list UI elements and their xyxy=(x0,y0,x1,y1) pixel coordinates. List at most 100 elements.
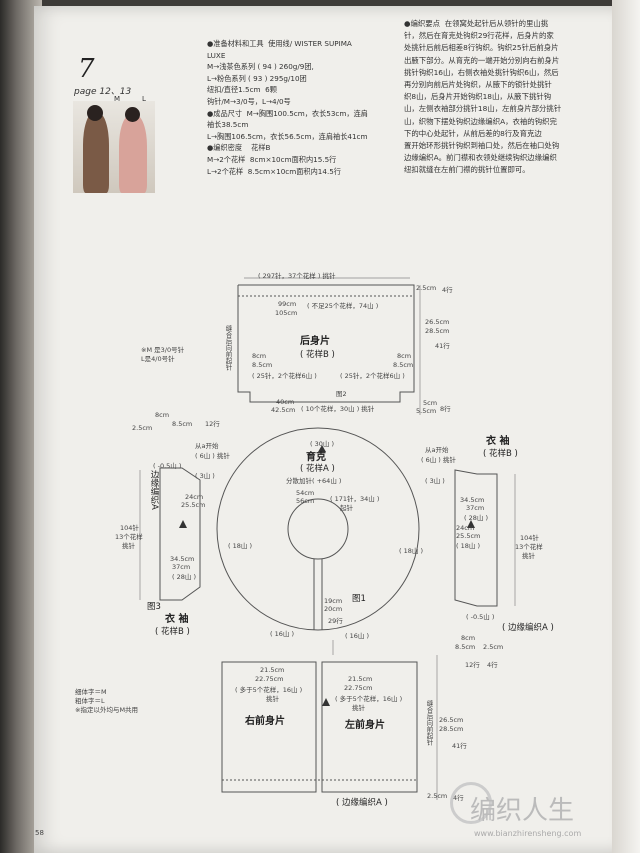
materials-block: ●准备材料和工具 使用线/ WISTER SUPIMA LUXE M→浅茶色系列… xyxy=(207,39,368,176)
back-notch-left-count: ( 25针，2个花样6山 ) xyxy=(252,372,317,380)
right-sleeve-title: 衣 袖 xyxy=(486,436,510,447)
yoke-cast-on: 起针 xyxy=(340,504,353,512)
front-dim-l: 28.5cm xyxy=(439,725,464,733)
back-piece-outline xyxy=(237,284,415,403)
back-width-count: ( 不足25个花样，74山 ) xyxy=(307,302,379,310)
right-sleeve-cnt3: ( 3山 ) xyxy=(425,477,445,485)
page-number: 58 xyxy=(35,829,44,837)
right-front-width-l: 22.75cm xyxy=(255,675,284,683)
yoke-title: 育克 xyxy=(306,452,326,463)
left-sleeve-inner-l: 25.5cm xyxy=(181,501,206,509)
back-notch-right-m: 8cm xyxy=(397,352,412,360)
back-top-dim: ( 297针，37个花样 ) 挑针 xyxy=(258,272,336,280)
yoke-depth-rows: 29行 xyxy=(328,617,343,625)
right-sleeve-subtitle: ( 花样B ) xyxy=(483,449,518,459)
left-sleeve-side-rows: ( 28山 ) xyxy=(172,573,196,581)
left-sleeve-count: 104针 xyxy=(120,524,139,532)
yoke-increase: 分散加针( +64山 ) xyxy=(286,477,342,485)
front-edge: ( 边缘编织A ) xyxy=(336,798,388,808)
right-sleeve-bottom-m: 8cm xyxy=(461,634,476,642)
right-sleeve-outline xyxy=(454,469,498,607)
right-sleeve-rows: 12行 xyxy=(465,661,480,669)
hook-note-l: L是4/0号针 xyxy=(141,355,175,363)
back-rdim-2-m: 26.5cm xyxy=(425,318,450,326)
next-page-edge xyxy=(612,0,640,853)
left-sleeve-subtitle: ( 花样B ) xyxy=(155,627,190,637)
back-notch-right-count: ( 25针，2个花样6山 ) xyxy=(340,372,405,380)
back-notch-right-l: 8.5cm xyxy=(393,361,414,369)
back-notch-left-l: 8.5cm xyxy=(252,361,273,369)
hook-note-m: ※M 是3/0号针 xyxy=(141,346,185,354)
right-front-title: 右前身片 xyxy=(245,716,285,727)
right-front-width-m: 21.5cm xyxy=(260,666,285,674)
model-l-head xyxy=(125,107,140,122)
right-sleeve-inner-l: 37cm xyxy=(466,504,485,512)
watermark-logo-icon xyxy=(450,782,492,824)
yoke-inner xyxy=(287,498,349,560)
yoke-dim-m: 54cm xyxy=(296,489,315,497)
yoke-fig-label: 图1 xyxy=(352,594,366,604)
left-sleeve-inner-m2: 34.5cm xyxy=(170,555,195,563)
right-sleeve-bottom-l: 8.5cm xyxy=(455,643,476,651)
yoke-subtitle: ( 花样A ) xyxy=(300,464,335,474)
back-rdim-2-l: 28.5cm xyxy=(425,327,450,335)
yoke-depth-m: 19cm xyxy=(324,597,343,605)
yoke-bottom-right: ( 16山 ) xyxy=(345,632,369,640)
yoke-bottom-left: ( 16山 ) xyxy=(270,630,294,638)
yoke-count: ( 171针，34山 ) xyxy=(330,495,380,503)
back-rdim-3-rows: 8行 xyxy=(440,405,451,413)
back-subtitle: ( 花样B ) xyxy=(300,350,335,360)
left-sleeve-top-m: 8cm xyxy=(155,411,170,419)
back-rdim-3-l: 5.5cm xyxy=(416,407,437,415)
back-width-m: 99cm xyxy=(278,300,297,308)
left-sleeve-edge-row: ( -0.5山 ) xyxy=(153,462,182,470)
model-l-figure xyxy=(119,115,147,193)
right-sleeve-inner-m2: 24cm xyxy=(456,524,475,532)
left-front-width-m: 21.5cm xyxy=(348,675,373,683)
back-rdim-1-rows: 4行 xyxy=(442,286,453,294)
right-sleeve-edge: ( 边缘编织A ) xyxy=(502,623,554,633)
right-sleeve-inner-l2: 25.5cm xyxy=(456,532,481,540)
front-arrow-icon xyxy=(322,698,330,706)
left-sleeve-outline xyxy=(159,467,201,601)
right-sleeve-inner-m: 34.5cm xyxy=(460,496,485,504)
yoke-arrow-icon xyxy=(318,445,326,452)
left-sleeve-top-narrow: 2.5cm xyxy=(132,424,153,432)
back-rdim-2-rows: 41行 xyxy=(435,342,450,350)
yoke-side-right: ( 18山 ) xyxy=(399,547,423,555)
size-label-l: L xyxy=(142,95,146,103)
left-front-outline xyxy=(321,661,418,793)
watermark-url: www.bianzhirensheng.com xyxy=(474,829,582,838)
back-side-band: 缝合后向前起针 xyxy=(224,325,232,371)
right-sleeve-edge-row: ( -0.5山 ) xyxy=(466,613,495,621)
left-sleeve-edge: 边缘编织A xyxy=(149,470,159,510)
left-sleeve-top-l: 8.5cm xyxy=(172,420,193,428)
legend-text: 细体字＝M 粗体字＝L ※指定以外均与M共用 xyxy=(75,688,139,714)
right-sleeve-start: 从a开始 xyxy=(425,446,449,454)
right-front-count: ( 多于5个花样，16山 ) xyxy=(235,686,303,694)
back-rdim-3-m: 5cm xyxy=(423,399,438,407)
back-title: 后身片 xyxy=(300,336,330,347)
right-front-pickup: 挑针 xyxy=(266,695,279,703)
back-bottom-count: ( 10个花样，30山 ) 挑针 xyxy=(301,405,375,413)
left-sleeve-arrow-icon xyxy=(179,520,187,528)
yoke-outer xyxy=(216,427,420,631)
yoke-side-left: ( 18山 ) xyxy=(228,542,252,550)
right-sleeve-count: 104针 xyxy=(520,534,539,542)
back-fig-label: 图2 xyxy=(336,390,347,398)
right-sleeve-cnt6: ( 6山 ) 挑针 xyxy=(421,456,456,464)
front-edge-height: 2.5cm xyxy=(427,792,448,800)
left-front-count: ( 多于5个花样，16山 ) xyxy=(335,695,403,703)
back-width-l: 105cm xyxy=(275,309,298,317)
knitting-notes-block: ●编织要点 在领窝处起针后从领针的里山挑 针，然后在育克处钩织29行花样，后身片… xyxy=(404,19,562,175)
right-front-outline xyxy=(221,661,317,793)
left-sleeve-fig: 图3 xyxy=(147,602,161,612)
page-reference: page 12、13 xyxy=(74,87,132,97)
left-sleeve-count2: 13个花样 xyxy=(115,533,143,541)
left-sleeve-title: 衣 袖 xyxy=(165,614,189,625)
right-sleeve-count2: 13个花样 xyxy=(515,543,543,551)
left-front-width-l: 22.75cm xyxy=(344,684,373,692)
right-sleeve-rows2: 4行 xyxy=(487,661,498,669)
